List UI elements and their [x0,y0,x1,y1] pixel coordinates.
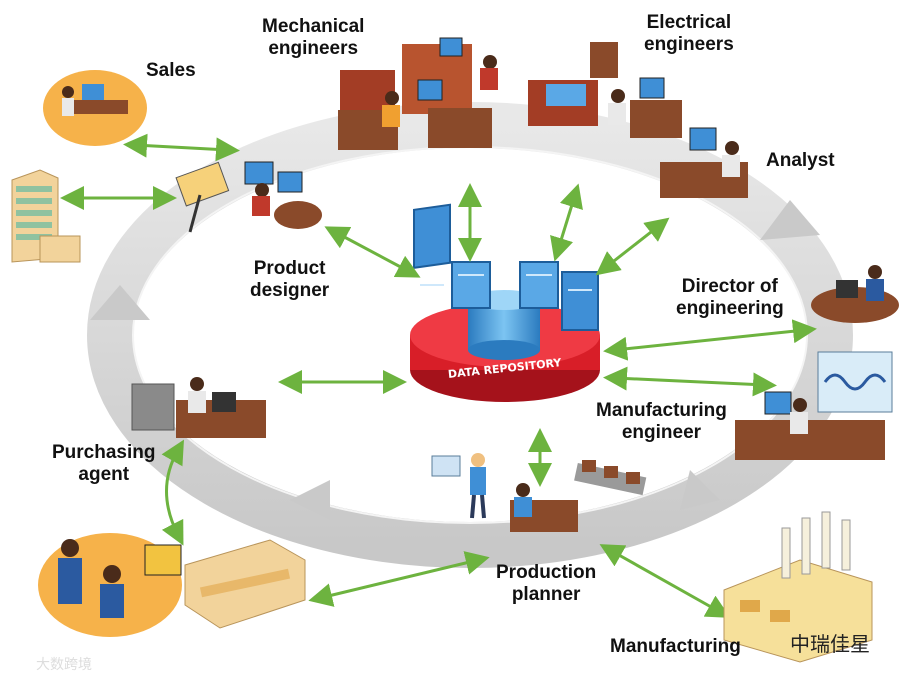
label-director-line1: Director of [681,276,778,297]
arrow-product-designer [324,226,421,278]
repository-screens [413,203,599,331]
arrow-sales [123,133,240,162]
ring-arrowhead-bottom-right [680,470,720,510]
arrow-manufacturing-engineer [603,366,777,397]
arrow-analyst [595,217,670,276]
connector-arrows [60,133,817,618]
product-designer-illustration [175,161,322,233]
label-product-designer-line1: Product [253,258,326,279]
label-product-designer: Product designer [250,258,329,302]
data-repository [410,203,600,402]
arrow-electrical [550,183,583,262]
label-purchasing-line2: agent [78,464,130,485]
label-electrical-line1: Electrical [646,12,732,33]
label-electrical-line2: engineers [644,34,734,55]
label-planner-line2: planner [511,584,581,605]
ring-arrowhead-bottom [290,480,330,520]
label-manufacturing-engineer: Manufacturing engineer [596,400,727,444]
label-director-line2: engineering [676,298,784,319]
purchasing-agent-illustration [131,377,266,438]
office-building-illustration [11,169,81,263]
arrow-purchasing-supplier [161,439,184,546]
label-analyst: Analyst [766,150,835,171]
label-sales: Sales [146,60,196,81]
supplier-illustration [38,533,306,637]
ring-arrowhead-right [760,200,820,240]
blueprint-sign-illustration [817,351,893,413]
label-planner-line1: Production [496,562,597,583]
label-electrical-engineers: Electrical engineers [644,12,734,56]
label-purchasing-agent: Purchasing agent [52,442,155,486]
label-mfg-engineer-line2: engineer [621,422,702,443]
electrical-engineers-illustration [528,42,682,138]
label-production-planner: Production planner [496,562,596,606]
production-planner-illustration [431,453,647,532]
label-purchasing-line1: Purchasing [52,442,156,463]
label-product-designer-line2: designer [250,280,330,301]
label-manufacturing: Manufacturing [610,636,741,657]
arrow-planner-manufacturing [599,544,731,618]
label-mechanical-line2: engineers [268,38,359,59]
arrow-planner-supplier [308,551,490,607]
watermark-left: 大数跨境 [36,657,92,673]
manufacturing-engineer-illustration [735,391,885,460]
ring-arrowhead-left [90,285,150,320]
sales-illustration [43,70,147,146]
label-mfg-engineer-line1: Manufacturing [596,400,727,421]
mechanical-engineers-illustration [338,37,498,150]
label-mechanical-engineers: Mechanical engineers [262,16,364,60]
manufacturing-plant-illustration [723,511,873,663]
arrow-director [603,319,817,361]
watermark-right: 中瑞佳星 [790,632,870,656]
director-illustration [811,265,899,323]
analyst-illustration [660,127,748,198]
label-director-of-engineering: Director of engineering [676,276,784,320]
label-mechanical-line1: Mechanical [262,16,365,37]
